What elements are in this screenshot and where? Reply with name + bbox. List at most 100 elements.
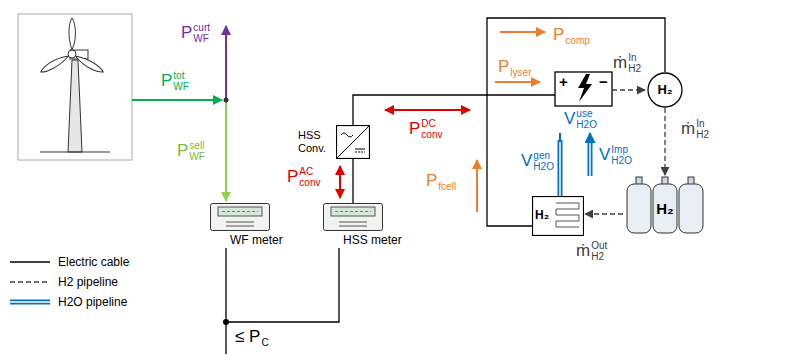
math-symbol: VuseH2O <box>563 108 598 130</box>
meter-symbol <box>210 203 270 231</box>
subscript: WF <box>193 33 210 44</box>
power-flow <box>225 100 227 201</box>
math-symbol: ṁOutH2 <box>575 240 608 262</box>
superscript: tot <box>173 70 189 81</box>
h2-pipeline <box>612 89 645 90</box>
legend-text: Electric cable <box>58 255 129 269</box>
symbol-indices: useH2O <box>576 108 597 130</box>
math-symbol: PcurtWF <box>180 22 211 44</box>
symbol-base: V <box>599 144 610 166</box>
math-symbol: ≤ PC <box>234 326 270 348</box>
legend-text: H2 pipeline <box>58 275 118 289</box>
math-symbol: VImpH2O <box>598 144 633 166</box>
symbol-indices: genH2O <box>533 150 554 172</box>
symbol-indices: ImpH2O <box>611 144 632 166</box>
math-symbol: VgenH2O <box>520 150 555 172</box>
symbol-base: ≤ P <box>235 326 260 348</box>
symbol-base: P <box>426 170 437 192</box>
subscript: comp <box>565 35 589 46</box>
power-flow <box>385 109 470 111</box>
symbol-indices: OutH2 <box>591 240 607 262</box>
math-symbol: PtotWF <box>160 70 190 92</box>
power-flow <box>225 26 227 100</box>
symbol-base: P <box>161 70 172 92</box>
electric-cable <box>352 159 353 203</box>
subscript: H2O <box>533 161 554 172</box>
node-label: HSS Conv. <box>298 129 332 155</box>
subscript: H2 <box>696 129 709 140</box>
tank-node: H₂ <box>623 176 707 234</box>
node-label: H₂ <box>654 201 676 217</box>
superscript: Out <box>591 240 607 251</box>
subscript: conv <box>299 177 320 188</box>
power-flow <box>132 99 222 101</box>
superscript: gen <box>533 150 554 161</box>
symbol-indices: InH2 <box>696 118 709 140</box>
superscript: sell <box>189 140 205 151</box>
subscript: C <box>261 337 268 348</box>
node-label: HSS meter <box>343 233 402 248</box>
math-symbol: Pcomp <box>552 24 591 46</box>
math-symbol: PDCconv <box>408 118 443 140</box>
symbol-base: P <box>287 166 298 188</box>
symbol-base: V <box>564 108 575 130</box>
superscript: In <box>696 118 709 129</box>
superscript: DC <box>421 118 442 129</box>
symbol-indices: fcell <box>438 170 456 192</box>
converter-box <box>336 125 370 159</box>
meter-node: HSS meter <box>323 203 402 248</box>
symbol-indices: totWF <box>173 70 189 92</box>
symbol-indices: DCconv <box>421 118 442 140</box>
symbol-indices: ACconv <box>299 166 320 188</box>
power-flow <box>339 166 341 198</box>
symbol-indices: sellWF <box>189 140 205 162</box>
symbol-indices: curtWF <box>193 22 210 44</box>
wind-turbine <box>18 14 132 160</box>
subscript: lyser <box>510 67 531 78</box>
node-label: H₂ <box>657 83 672 97</box>
math-symbol: Plyser <box>497 56 532 78</box>
subscript: H2O <box>611 155 632 166</box>
symbol-base: ṁ <box>613 52 627 74</box>
converter-symbol <box>336 125 370 159</box>
node-label: WF meter <box>230 233 283 248</box>
subscript: H2 <box>591 251 607 262</box>
symbol-base: P <box>498 56 509 78</box>
power-flow <box>476 160 478 212</box>
power-flow <box>495 81 540 83</box>
conv-node: HSS Conv. <box>298 125 370 159</box>
symbol-base: P <box>409 118 420 140</box>
junction-dot <box>224 98 229 103</box>
polarity-sign: + <box>559 74 568 90</box>
symbol-indices: lyser <box>510 56 531 78</box>
legend-text: H2O pipeline <box>58 295 127 309</box>
symbol-indices: comp <box>565 24 589 46</box>
power-flow <box>500 31 545 33</box>
subscript: H2 <box>628 63 641 74</box>
math-symbol: ṁInH2 <box>680 118 710 140</box>
symbol-indices: InH2 <box>628 52 641 74</box>
math-symbol: ṁInH2 <box>612 52 642 74</box>
h2-pipeline <box>664 108 665 175</box>
electric-cable <box>225 322 226 354</box>
subscript: WF <box>173 81 189 92</box>
symbol-base: P <box>181 22 192 44</box>
legend-samples <box>10 262 50 302</box>
meter-node: WF meter <box>210 203 283 248</box>
subscript: WF <box>189 151 205 162</box>
math-symbol: PACconv <box>286 166 321 188</box>
meter-icon <box>323 203 383 231</box>
h2-pipeline <box>585 213 623 214</box>
electric-cable <box>226 248 339 322</box>
math-symbol: Pfcell <box>425 170 457 192</box>
node-label: H₂ <box>535 209 549 222</box>
meter-symbol <box>323 203 383 231</box>
comp-node: H₂ <box>647 72 683 108</box>
symbol-base: P <box>553 24 564 46</box>
subscript: conv <box>421 129 442 140</box>
electrolyser-symbol <box>555 72 612 106</box>
subscript: H2O <box>576 119 597 130</box>
meter-icon <box>210 203 270 231</box>
symbol-indices: C <box>261 326 268 348</box>
symbol-base: ṁ <box>576 240 590 262</box>
